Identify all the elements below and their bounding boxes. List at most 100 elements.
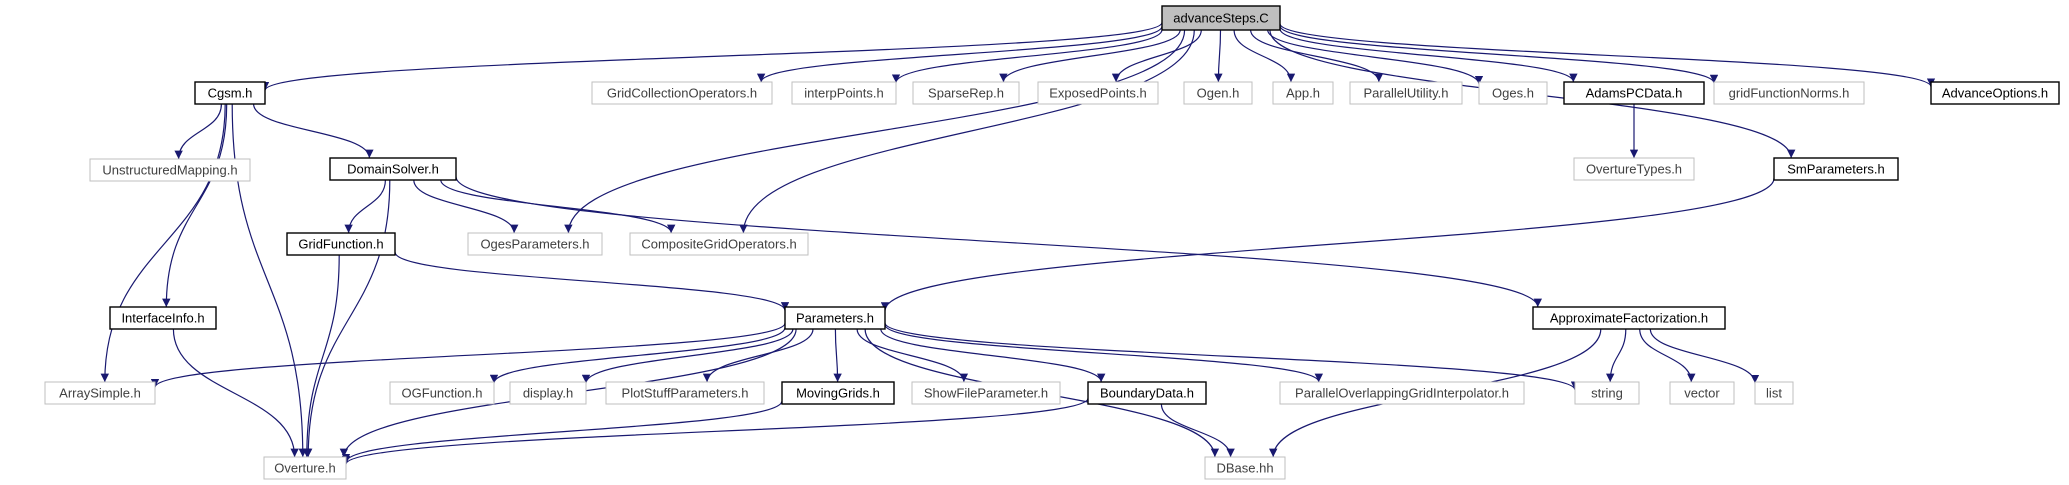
edge-parameters-h-to-boundary-data-h bbox=[880, 328, 1106, 383]
node-moving-grids-h[interactable]: MovingGrids.h bbox=[781, 381, 895, 405]
edge-parameters-h-to-string bbox=[884, 322, 1580, 391]
node-box bbox=[389, 381, 495, 405]
edge-advance-steps-c-to-grid-collection-operators-h bbox=[757, 25, 1163, 83]
node-sm-parameters-h[interactable]: SmParameters.h bbox=[1773, 157, 1899, 181]
node-label: UnstructuredMapping.h bbox=[102, 163, 237, 178]
node-unstructured-mapping-h: UnstructuredMapping.h bbox=[89, 158, 251, 182]
edge-cgsm-h-to-interface-info-h bbox=[162, 103, 228, 308]
node-box bbox=[1574, 381, 1640, 405]
edge-advance-steps-c-to-grid-function-norms-h bbox=[1279, 25, 1719, 84]
node-box bbox=[1669, 381, 1735, 405]
node-grid-function-h[interactable]: GridFunction.h bbox=[286, 232, 396, 256]
node-interp-points-h: interpPoints.h bbox=[791, 81, 897, 105]
edge-interface-info-h-to-overture-h bbox=[172, 328, 299, 458]
node-label: OGFunction.h bbox=[402, 386, 483, 401]
node-box bbox=[1573, 157, 1695, 181]
node-box bbox=[912, 81, 1020, 105]
node-label: GridCollectionOperators.h bbox=[607, 86, 757, 101]
node-label: AdvanceOptions.h bbox=[1942, 86, 2048, 101]
node-grid-collection-operators-h: GridCollectionOperators.h bbox=[591, 81, 773, 105]
edge-domain-solver-h-to-composite-grid-operators-h bbox=[440, 179, 676, 234]
node-label: BoundaryData.h bbox=[1100, 386, 1194, 401]
edge-domain-solver-h-to-approximate-factorization-h bbox=[455, 176, 1542, 308]
edge-advance-steps-c-to-cgsm-h bbox=[261, 22, 1163, 91]
node-ogen-h: Ogen.h bbox=[1183, 81, 1253, 105]
node-advance-steps-c[interactable]: advanceSteps.C bbox=[1161, 5, 1281, 31]
node-label: AdamsPCData.h bbox=[1586, 86, 1683, 101]
node-label: OvertureTypes.h bbox=[1586, 162, 1682, 177]
edge-advance-steps-c-to-advance-options-h bbox=[1279, 23, 1936, 88]
node-display-h: display.h bbox=[509, 381, 587, 405]
node-label: SmParameters.h bbox=[1787, 162, 1885, 177]
node-label: interpPoints.h bbox=[804, 86, 884, 101]
node-box bbox=[509, 381, 587, 405]
edge-advance-steps-c-to-exposed-points-h bbox=[1111, 29, 1202, 83]
node-list: list bbox=[1754, 381, 1794, 405]
edge-approximate-factorization-h-to-string bbox=[1606, 328, 1627, 383]
node-box bbox=[605, 381, 765, 405]
node-box bbox=[1773, 157, 1899, 181]
node-box bbox=[1037, 81, 1159, 105]
node-box bbox=[286, 232, 396, 256]
edge-grid-function-h-to-overture-h bbox=[302, 254, 340, 458]
node-overture-h: Overture.h bbox=[263, 456, 347, 480]
node-label: list bbox=[1766, 386, 1782, 401]
node-label: Cgsm.h bbox=[208, 86, 253, 101]
node-box bbox=[1087, 381, 1207, 405]
node-box bbox=[784, 306, 886, 330]
node-approximate-factorization-h[interactable]: ApproximateFactorization.h bbox=[1532, 306, 1726, 330]
node-box bbox=[1279, 381, 1525, 405]
node-box bbox=[1930, 81, 2060, 105]
node-box bbox=[1563, 81, 1705, 105]
node-box bbox=[1204, 456, 1286, 480]
node-label: DomainSolver.h bbox=[347, 162, 439, 177]
node-box bbox=[467, 232, 603, 256]
edge-cgsm-h-to-domain-solver-h bbox=[253, 103, 374, 159]
node-label: display.h bbox=[523, 386, 573, 401]
node-box bbox=[791, 81, 897, 105]
edge-advance-steps-c-to-interp-points-h bbox=[891, 29, 1163, 83]
node-label: Oges.h bbox=[1492, 86, 1534, 101]
node-parameters-h[interactable]: Parameters.h bbox=[784, 306, 886, 330]
node-sparse-rep-h: SparseRep.h bbox=[912, 81, 1020, 105]
edge-advance-steps-c-to-sparse-rep-h bbox=[999, 29, 1181, 83]
node-box bbox=[591, 81, 773, 105]
edge-parameters-h-to-og-function-h bbox=[489, 327, 786, 384]
node-exposed-points-h: ExposedPoints.h bbox=[1037, 81, 1159, 105]
node-box bbox=[263, 456, 347, 480]
node-og-function-h: OGFunction.h bbox=[389, 381, 495, 405]
node-domain-solver-h[interactable]: DomainSolver.h bbox=[329, 157, 457, 181]
edge-sm-parameters-h-to-parameters-h bbox=[880, 178, 1775, 311]
node-label: vector bbox=[1684, 386, 1720, 401]
edge-approximate-factorization-h-to-list bbox=[1649, 328, 1760, 384]
node-box bbox=[109, 306, 217, 330]
edge-domain-solver-h-to-grid-function-h bbox=[344, 179, 386, 234]
node-vector: vector bbox=[1669, 381, 1735, 405]
node-label: Ogen.h bbox=[1197, 86, 1240, 101]
node-box bbox=[1754, 381, 1794, 405]
node-interface-info-h[interactable]: InterfaceInfo.h bbox=[109, 306, 217, 330]
node-label: Parameters.h bbox=[796, 311, 874, 326]
node-box bbox=[1183, 81, 1253, 105]
edge-domain-solver-h-to-oges-parameters-h bbox=[413, 179, 519, 234]
node-box bbox=[911, 381, 1061, 405]
edge-grid-function-h-to-parameters-h bbox=[394, 251, 790, 311]
node-label: DBase.hh bbox=[1216, 461, 1273, 476]
node-boundary-data-h[interactable]: BoundaryData.h bbox=[1087, 381, 1207, 405]
node-array-simple-h: ArraySimple.h bbox=[44, 381, 156, 405]
node-cgsm-h[interactable]: Cgsm.h bbox=[194, 81, 266, 105]
node-advance-options-h[interactable]: AdvanceOptions.h bbox=[1930, 81, 2060, 105]
node-box bbox=[1272, 81, 1334, 105]
node-box bbox=[1713, 81, 1865, 105]
node-parallel-overlapping-grid-interpolator-h: ParallelOverlappingGridInterpolator.h bbox=[1279, 381, 1525, 405]
node-box bbox=[1478, 81, 1548, 105]
node-label: ParallelUtility.h bbox=[1363, 86, 1448, 101]
node-adams-pc-data-h[interactable]: AdamsPCData.h bbox=[1563, 81, 1705, 105]
node-box bbox=[329, 157, 457, 181]
node-plot-stuff-parameters-h: PlotStuffParameters.h bbox=[605, 381, 765, 405]
edge-advance-steps-c-to-composite-grid-operators-h bbox=[739, 29, 1195, 234]
edge-advance-steps-c-to-parallel-utility-h bbox=[1250, 29, 1384, 83]
node-box bbox=[89, 158, 251, 182]
node-overture-types-h: OvertureTypes.h bbox=[1573, 157, 1695, 181]
node-composite-grid-operators-h: CompositeGridOperators.h bbox=[629, 232, 809, 256]
